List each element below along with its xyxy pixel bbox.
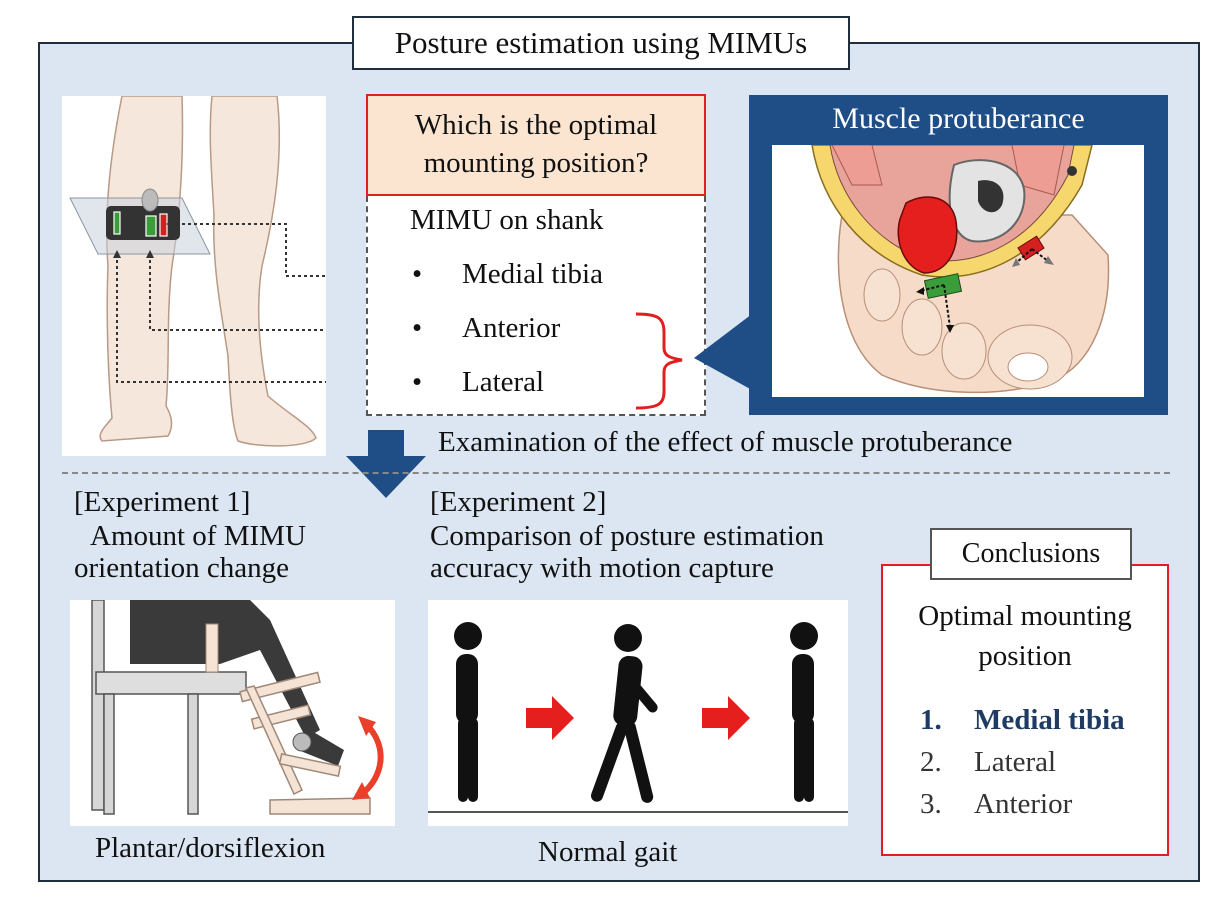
experiment1-tag: [Experiment 1] <box>74 486 251 518</box>
examination-text: Examination of the effect of muscle prot… <box>438 426 1013 458</box>
conclusions-heading-2: position <box>978 640 1072 672</box>
mimu-item-anterior: Anterior <box>462 312 561 344</box>
conclusions-heading-1: Optimal mounting <box>918 600 1132 632</box>
bullet: • <box>412 366 423 398</box>
mimu-list-heading: MIMU on shank <box>410 204 604 236</box>
plantar-dorsiflexion-panel <box>70 599 395 826</box>
rank-label-anterior: Anterior <box>974 788 1073 820</box>
bullet: • <box>412 312 423 344</box>
walking-figure-icon <box>591 624 658 803</box>
down-arrow-icon <box>346 430 426 498</box>
question-line-1: Which is the optimal <box>414 109 658 141</box>
standing-figure-icon <box>790 622 818 802</box>
mimu-list-box <box>366 196 706 416</box>
leg-cross-section-image <box>772 145 1144 397</box>
rank-number: 1. <box>920 704 942 736</box>
diagram-title: Posture estimation using MIMUs <box>352 16 850 70</box>
conclusions-title: Conclusions <box>930 528 1132 580</box>
experiment1-line-1: Amount of MIMU <box>90 520 306 552</box>
experiment1-line-2: orientation change <box>74 552 289 584</box>
bullet: • <box>412 258 423 290</box>
cross-section-illustration <box>811 145 1110 394</box>
question-line-2: mounting position? <box>423 147 649 179</box>
leg-illustration-panel <box>62 95 392 456</box>
experiment2-line-1: Comparison of posture estimation <box>430 520 824 552</box>
question-box: Which is the optimal mounting position? <box>366 94 706 196</box>
rank-label-medial-tibia: Medial tibia <box>974 704 1125 736</box>
legs-illustration <box>69 95 392 447</box>
experiment2-line-2: accuracy with motion capture <box>430 552 774 584</box>
section-divider <box>62 472 1170 474</box>
experiment2-caption: Normal gait <box>538 836 678 868</box>
gait-sequence-illustration <box>428 622 848 813</box>
muscle-panel-title: Muscle protuberance <box>832 102 1085 135</box>
normal-gait-panel <box>428 600 848 826</box>
rank-number: 3. <box>920 788 942 820</box>
mimu-item-lateral: Lateral <box>462 366 545 398</box>
standing-figure-icon <box>454 622 482 802</box>
experiment1-caption: Plantar/dorsiflexion <box>95 832 326 864</box>
seated-ankle-illustration <box>91 599 384 815</box>
conclusions-box <box>881 564 1169 856</box>
bracket-and-callout <box>635 312 752 410</box>
rank-label-lateral: Lateral <box>974 746 1057 778</box>
mimu-item-medial-tibia: Medial tibia <box>462 258 603 290</box>
experiment2-tag: [Experiment 2] <box>430 486 607 518</box>
rank-number: 2. <box>920 746 942 778</box>
